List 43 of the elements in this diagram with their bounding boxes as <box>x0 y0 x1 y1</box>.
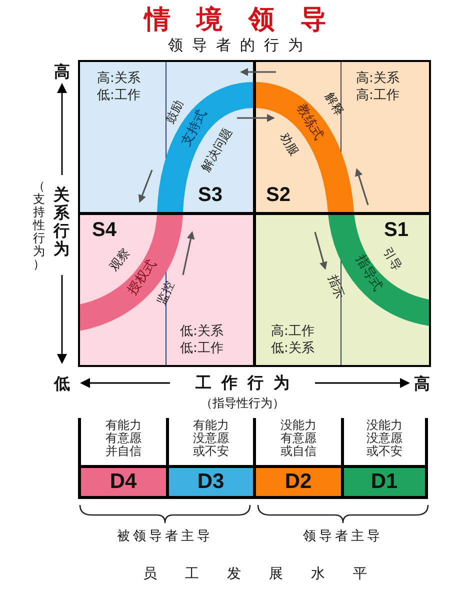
style-label: S1 <box>384 219 408 242</box>
curve-label: 解决问题 <box>198 125 236 176</box>
quadrant-box <box>78 213 255 367</box>
flow-arrow <box>237 114 275 122</box>
style-label: S4 <box>92 219 116 242</box>
flow-arrow <box>240 68 276 76</box>
readiness-note: 有能力有意愿并自信 <box>105 419 142 458</box>
behavior-note: 高:关系高:工作 <box>356 70 400 104</box>
style-label: S2 <box>266 184 290 207</box>
axis-sublabel: （支持性行为） <box>33 180 45 271</box>
behavior-note: 高:关系低:工作 <box>97 70 142 104</box>
level-band: D2 <box>256 465 340 496</box>
readiness-note: 没能力有意愿或自信 <box>280 419 316 458</box>
scale-title: 员工发展水平 <box>142 565 396 583</box>
title: 情境领导 <box>142 4 354 37</box>
axis-label: 工作行为 <box>194 373 300 394</box>
readiness-note: 有能力没意愿或不安 <box>192 419 229 458</box>
level-column <box>253 418 340 499</box>
quadrant-box <box>254 60 431 214</box>
curve-label: 观察 <box>106 245 134 275</box>
level-column <box>166 418 253 499</box>
axis-title: 领导者的行为 <box>167 36 313 55</box>
axis-label: 关系行为 <box>53 186 70 258</box>
axis-end-label: 高 <box>53 62 71 83</box>
level-column <box>78 418 166 499</box>
axis-end-label: 低 <box>52 374 71 395</box>
behavior-note: 高:工作低:关系 <box>271 323 316 357</box>
readiness-note: 没能力没意愿或不安 <box>366 419 402 458</box>
level-band: D1 <box>344 465 425 496</box>
group-label: 领导者主导 <box>302 528 384 545</box>
style-label: S3 <box>198 184 222 207</box>
group-label: 被领导者主导 <box>116 528 214 545</box>
quadrant-box <box>78 60 255 214</box>
axis-end-label: 高 <box>413 374 431 395</box>
quadrant-box <box>254 213 431 367</box>
level-band: D3 <box>168 465 253 496</box>
level-column <box>340 418 428 499</box>
axis-sublabel: （指导性行为） <box>200 395 286 412</box>
curve-label: 鼓励 <box>162 98 186 126</box>
level-band: D4 <box>81 465 166 496</box>
curve-label: 指示 <box>324 272 348 302</box>
behavior-note: 低:关系低:工作 <box>180 323 224 357</box>
curve-label: 监控 <box>153 278 178 308</box>
